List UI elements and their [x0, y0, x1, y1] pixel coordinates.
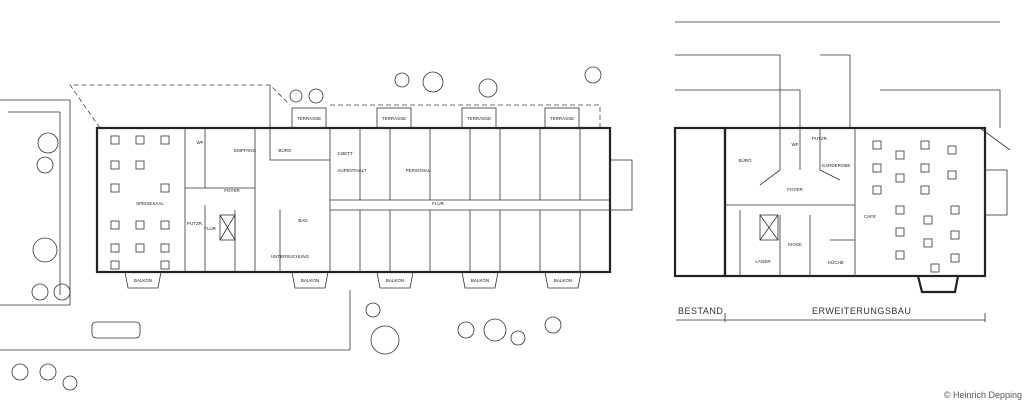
tree-icon: [308, 88, 324, 104]
label-empfang: EMPFANG: [234, 148, 257, 153]
table-icon: [950, 205, 960, 215]
tree-icon: [365, 302, 381, 318]
label-terrasse: TERRASSE: [297, 116, 321, 121]
tree-icon: [394, 72, 410, 88]
table-icon: [160, 220, 170, 230]
label-balkon: BALKON: [301, 278, 319, 283]
label-bad: BAD: [298, 218, 308, 223]
tree-icon: [510, 330, 526, 346]
table-icon: [135, 220, 145, 230]
table-icon: [135, 243, 145, 253]
tree-icon: [544, 316, 562, 334]
label-putzr-right: PUTZR.: [812, 136, 828, 141]
label-flur-2: FLUR: [432, 201, 445, 206]
trees: [11, 66, 602, 391]
label-lager: LAGER: [755, 259, 771, 264]
table-icon: [895, 150, 905, 160]
table-icon: [947, 170, 957, 180]
table-icon: [930, 263, 940, 273]
table-icon: [110, 220, 120, 230]
table-icon: [110, 260, 120, 270]
table-icon: [872, 185, 882, 195]
table-icon: [920, 140, 930, 150]
table-icon: [895, 250, 905, 260]
table-icon: [920, 163, 930, 173]
table-icon: [947, 145, 957, 155]
label-foyer-right: FOYER: [787, 187, 803, 192]
label-buero: BÜRO: [278, 147, 292, 153]
table-icon: [950, 253, 960, 263]
label-untersuchung: UNTERSUCHUNG: [271, 254, 310, 259]
table-icon: [923, 215, 933, 225]
table-icon: [135, 135, 145, 145]
label-garderobe: GARDEROBE: [822, 163, 851, 168]
tree-icon: [32, 237, 58, 263]
label-wf: WF: [197, 140, 204, 145]
tree-icon: [37, 132, 59, 154]
label-aufenthalt: AUFENTHALT: [337, 168, 366, 173]
tree-icon: [53, 283, 71, 301]
tree-icon: [62, 375, 78, 391]
table-icon: [160, 260, 170, 270]
table-icon: [895, 205, 905, 215]
label-foyer: FOYER: [224, 188, 240, 193]
balconies: [124, 271, 582, 289]
label-balkon: BALKON: [134, 278, 152, 283]
table-icon: [110, 183, 120, 193]
label-buero-right: BÜRO: [738, 157, 752, 163]
table-icon: [110, 160, 120, 170]
label-balkon: BALKON: [386, 278, 404, 283]
car-icon: [91, 321, 141, 339]
tree-icon: [478, 78, 498, 98]
label-balkon: BALKON: [471, 278, 489, 283]
tree-icon: [289, 89, 303, 103]
copyright-credit: © Heinrich Depping: [943, 390, 1022, 400]
tree-icon: [457, 321, 475, 339]
table-icon: [160, 135, 170, 145]
tables: [110, 135, 960, 273]
label-personal: PERSONAL: [406, 168, 431, 173]
tree-icon: [584, 66, 602, 84]
table-icon: [950, 230, 960, 240]
label-speisesaal: SPEISESAAL: [136, 201, 164, 206]
table-icon: [872, 163, 882, 173]
table-icon: [872, 140, 882, 150]
label-bestand: BESTAND: [678, 306, 723, 316]
table-icon: [110, 135, 120, 145]
label-balkon: BALKON: [554, 278, 572, 283]
tree-icon: [36, 156, 54, 174]
table-icon: [110, 243, 120, 253]
label-terrasse: TERRASSE: [550, 116, 574, 121]
terraces: [291, 107, 580, 129]
label-terrasse: TERRASSE: [382, 116, 406, 121]
tree-icon: [39, 363, 57, 381]
dimension-line: [676, 313, 986, 322]
table-icon: [135, 160, 145, 170]
label-erweiterungsbau: ERWEITERUNGSBAU: [812, 306, 911, 316]
table-icon: [923, 238, 933, 248]
label-kiosk: KIOSK: [788, 242, 802, 247]
label-putzr: PUTZR.: [187, 221, 203, 226]
tree-icon: [11, 363, 29, 381]
label-cafe: CAFE: [864, 214, 876, 219]
tree-icon: [483, 318, 507, 342]
tree-icon: [422, 71, 444, 93]
building-bestand: [95, 126, 633, 274]
label-2-bett: 2-BETT: [337, 151, 353, 156]
tree-icon: [370, 325, 400, 355]
label-flur: FLUR: [204, 226, 217, 231]
table-icon: [920, 185, 930, 195]
label-kueche: KÜCHE: [828, 259, 844, 265]
site-lines: [0, 21, 1011, 351]
label-wf-right: WF: [792, 142, 799, 147]
label-terrasse: TERRASSE: [467, 116, 491, 121]
table-icon: [895, 227, 905, 237]
table-icon: [895, 173, 905, 183]
tree-icon: [31, 283, 49, 301]
building-erweiterungsbau: [673, 126, 1008, 294]
table-icon: [160, 243, 170, 253]
table-icon: [160, 183, 170, 193]
